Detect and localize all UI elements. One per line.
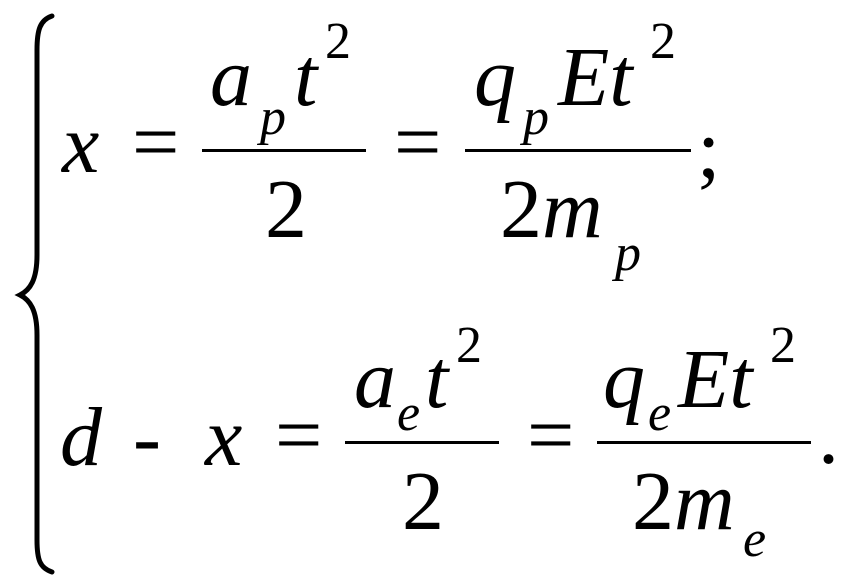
eq1-equals-1: = — [132, 96, 180, 189]
eq2-f2-num-Et: Et — [678, 333, 753, 426]
eq2-lhs-minus: - — [133, 391, 161, 484]
eq2-f2-num-q: q — [603, 333, 645, 426]
eq1-fraction-1-bar — [202, 149, 366, 152]
eq2-f1-num-a: a — [354, 333, 396, 426]
eq1-f2-den-2m: 2m — [500, 163, 603, 256]
eq2-period: . — [818, 389, 839, 482]
eq2-lhs-d: d — [60, 391, 102, 484]
eq1-f2-num-Et: Et — [558, 31, 633, 124]
eq2-f2-num-q-sub: e — [648, 385, 672, 442]
eq2-f2-den-m-sub: e — [743, 511, 767, 568]
system-brace — [14, 13, 55, 575]
eq1-f2-num-t-sup: 2 — [650, 13, 676, 70]
eq2-lhs-x: x — [205, 391, 243, 484]
eq1-f1-num-t: t — [294, 31, 318, 124]
eq2-fraction-2-bar — [597, 441, 811, 444]
eq1-fraction-2-bar — [465, 149, 691, 152]
eq1-f1-num-a-sub: p — [260, 89, 286, 146]
eq1-f1-num-a: a — [210, 31, 252, 124]
eq2-f2-num-t-sup: 2 — [770, 317, 796, 374]
eq2-f2-den-2m: 2m — [632, 455, 735, 548]
eq1-f1-den: 2 — [265, 163, 307, 256]
eq2-equals-1: = — [275, 389, 323, 482]
eq1-f2-num-q: q — [474, 31, 516, 124]
eq2-f1-num-t: t — [425, 333, 449, 426]
eq2-f1-num-a-sub: e — [397, 385, 421, 442]
eq1-f2-num-q-sub: p — [523, 89, 549, 146]
eq1-f1-num-t-sup: 2 — [325, 13, 351, 70]
eq1-equals-2: = — [394, 96, 442, 189]
eq2-fraction-1-bar — [345, 441, 499, 444]
eq1-f2-den-m-sub: p — [615, 225, 641, 282]
eq1-lhs-x: x — [62, 98, 100, 191]
eq2-f1-den: 2 — [402, 455, 444, 548]
eq1-semicolon: ; — [697, 103, 721, 196]
eq2-equals-2: = — [527, 389, 575, 482]
eq2-f1-num-t-sup: 2 — [456, 317, 482, 374]
